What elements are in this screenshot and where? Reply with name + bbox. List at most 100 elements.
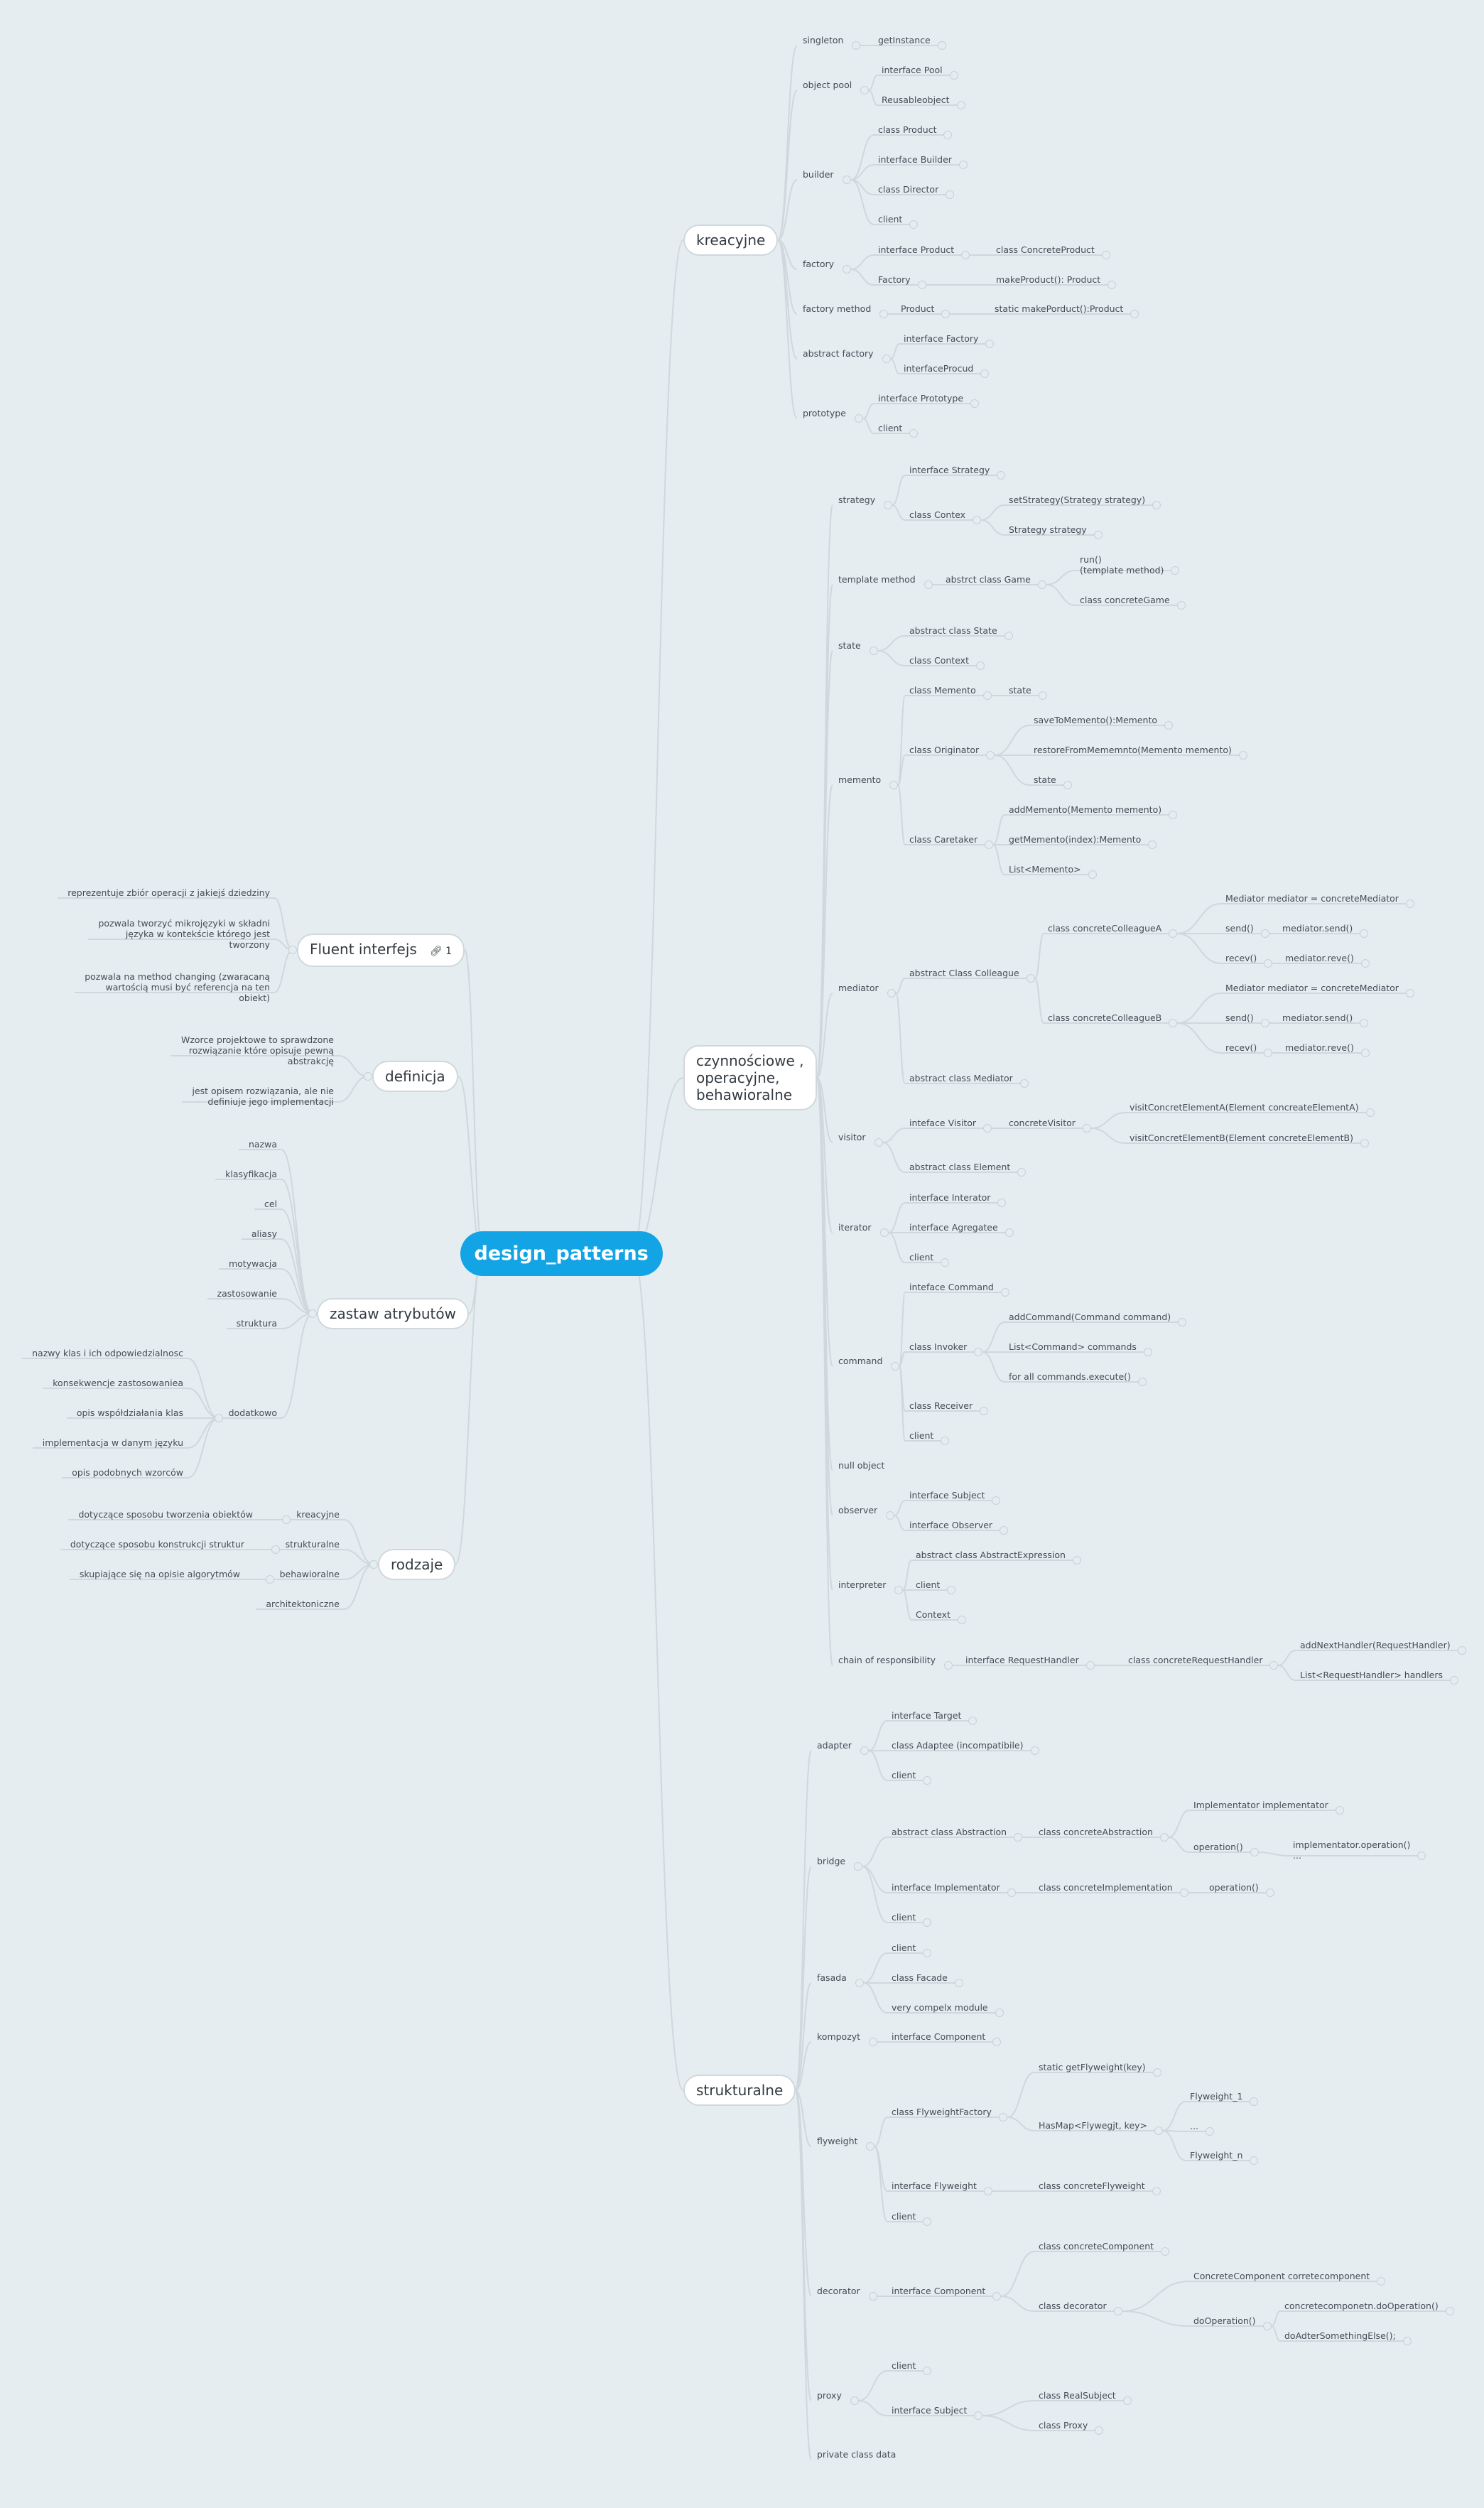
topic-addcommand-command-command[interactable]: addCommand(Command command): [1009, 1311, 1171, 1322]
topic-kreacyjne[interactable]: kreacyjne: [296, 1508, 340, 1520]
topic-makeproduct-product[interactable]: makeProduct(): Product: [996, 274, 1101, 285]
expand-toggle-icon[interactable]: [1038, 580, 1046, 589]
topic-state[interactable]: state: [1034, 774, 1056, 785]
topic-strukturalne[interactable]: strukturalne: [285, 1538, 340, 1550]
expand-toggle-icon[interactable]: [1458, 1646, 1466, 1655]
topic-class-flyweightfactory[interactable]: class FlyweightFactory: [892, 2106, 992, 2117]
topic-visitconcretelementa-element-concreateel[interactable]: visitConcretElementA(Element concreateEl…: [1130, 1101, 1359, 1113]
topic-interface-interator[interactable]: interface Interator: [909, 1191, 991, 1203]
expand-toggle-icon[interactable]: [986, 751, 995, 760]
expand-toggle-icon[interactable]: [1169, 811, 1177, 819]
topic-interfaceprocud[interactable]: interfaceProcud: [904, 362, 974, 374]
topic-implementacja-w-danym-j-zyku[interactable]: implementacja w danym języku: [42, 1437, 183, 1448]
branch-atrybuty[interactable]: zastaw atrybutów: [317, 1298, 469, 1329]
expand-toggle-icon[interactable]: [1336, 1806, 1344, 1815]
topic-kompozyt[interactable]: kompozyt: [817, 2031, 861, 2042]
topic-abstract-class-state[interactable]: abstract class State: [909, 625, 997, 636]
expand-toggle-icon[interactable]: [924, 580, 933, 589]
expand-toggle-icon[interactable]: [923, 1949, 931, 1957]
topic-class-concreteimplementation[interactable]: class concreteImplementation: [1039, 1881, 1173, 1893]
topic-mediator-send[interactable]: mediator.send(): [1282, 1012, 1353, 1023]
expand-toggle-icon[interactable]: [1406, 989, 1414, 998]
topic-fasada[interactable]: fasada: [817, 1972, 847, 1983]
topic-abstract-factory[interactable]: abstract factory: [803, 347, 874, 359]
expand-toggle-icon[interactable]: [869, 2292, 877, 2301]
topic-factory[interactable]: factory: [803, 258, 835, 269]
expand-toggle-icon[interactable]: [955, 1979, 963, 1987]
topic-object-pool[interactable]: object pool: [803, 79, 852, 90]
topic-private-class-data[interactable]: private class data: [817, 2448, 897, 2460]
expand-toggle-icon[interactable]: [1095, 2426, 1103, 2435]
expand-toggle-icon[interactable]: [886, 1511, 894, 1520]
topic-class-context[interactable]: class Context: [909, 654, 969, 666]
expand-toggle-icon[interactable]: [1169, 929, 1177, 938]
expand-toggle-icon[interactable]: [1114, 2307, 1122, 2315]
topic-class-concretegame[interactable]: class concreteGame: [1080, 594, 1170, 605]
expand-toggle-icon[interactable]: [923, 2367, 931, 2375]
expand-toggle-icon[interactable]: [1180, 1888, 1188, 1897]
topic-operation[interactable]: operation(): [1193, 1841, 1243, 1852]
topic-inteface-visitor[interactable]: inteface Visitor: [909, 1117, 977, 1128]
expand-toggle-icon[interactable]: [980, 369, 989, 378]
expand-toggle-icon[interactable]: [843, 265, 851, 274]
expand-toggle-icon[interactable]: [941, 1437, 949, 1445]
expand-toggle-icon[interactable]: [1144, 1348, 1152, 1356]
topic-nazwy-klas-i-ich-odpowiedzialnosc[interactable]: nazwy klas i ich odpowiedzialnosc: [32, 1347, 183, 1358]
expand-toggle-icon[interactable]: [1073, 1556, 1081, 1564]
topic-bridge[interactable]: bridge: [817, 1855, 846, 1866]
topic-interface-agregatee[interactable]: interface Agregatee: [909, 1221, 998, 1233]
topic-list-requesthandler-handlers[interactable]: List<RequestHandler> handlers: [1300, 1669, 1444, 1680]
topic-node[interactable]: ...: [1190, 2120, 1198, 2131]
branch-definicja[interactable]: definicja: [372, 1061, 458, 1092]
expand-toggle-icon[interactable]: [992, 2292, 1001, 2301]
topic-class-decorator[interactable]: class decorator: [1039, 2300, 1107, 2311]
topic-iterator[interactable]: iterator: [838, 1221, 872, 1233]
expand-toggle-icon[interactable]: [1250, 1848, 1259, 1856]
topic-opis-wsp-dzia-ania-klas[interactable]: opis współdziałania klas: [76, 1407, 183, 1418]
expand-toggle-icon[interactable]: [944, 1661, 953, 1670]
expand-toggle-icon[interactable]: [282, 1515, 291, 1524]
topic-builder[interactable]: builder: [803, 168, 834, 180]
topic-mediator-mediator-concretemediator[interactable]: Mediator mediator = concreteMediator: [1225, 982, 1399, 993]
expand-toggle-icon[interactable]: [1171, 566, 1179, 575]
topic-struktura[interactable]: struktura: [236, 1317, 277, 1329]
expand-toggle-icon[interactable]: [1366, 1108, 1375, 1117]
topic-abstract-class-element[interactable]: abstract class Element: [909, 1161, 1011, 1172]
topic-mediator-reve[interactable]: mediator.reve(): [1285, 1042, 1354, 1053]
topic-class-caretaker[interactable]: class Caretaker: [909, 833, 978, 845]
topic-abstract-class-abstraction[interactable]: abstract class Abstraction: [892, 1826, 1007, 1837]
expand-toggle-icon[interactable]: [941, 1258, 949, 1267]
topic-class-concretecolleagueb[interactable]: class concreteColleagueB: [1048, 1012, 1162, 1023]
topic-wzorce-projektowe-to-sprawdzone-rozwi-za[interactable]: Wzorce projektowe to sprawdzone rozwiąza…: [180, 1034, 334, 1066]
expand-toggle-icon[interactable]: [1161, 2247, 1169, 2256]
topic-konsekwencje-zastosowaniea[interactable]: konsekwencje zastosowaniea: [53, 1377, 183, 1388]
topic-interface-observer[interactable]: interface Observer: [909, 1519, 993, 1530]
topic-getinstance[interactable]: getInstance: [878, 34, 931, 45]
topic-interface-pool[interactable]: interface Pool: [882, 64, 943, 75]
topic-list-command-commands[interactable]: List<Command> commands: [1009, 1341, 1137, 1352]
topic-motywacja[interactable]: motywacja: [228, 1258, 277, 1269]
topic-interface-requesthandler[interactable]: interface RequestHandler: [965, 1654, 1079, 1665]
topic-very-compelx-module[interactable]: very compelx module: [892, 2001, 988, 2013]
topic-concretecomponent-corretecomponent[interactable]: ConcreteComponent corretecomponent: [1193, 2270, 1370, 2281]
expand-toggle-icon[interactable]: [1153, 2068, 1161, 2077]
topic-behawioralne[interactable]: behawioralne: [279, 1568, 340, 1579]
expand-toggle-icon[interactable]: [860, 1746, 869, 1755]
expand-toggle-icon[interactable]: [1261, 929, 1269, 938]
expand-toggle-icon[interactable]: [985, 840, 993, 849]
expand-toggle-icon[interactable]: [884, 501, 892, 509]
topic-client[interactable]: client: [892, 1769, 916, 1780]
expand-toggle-icon[interactable]: [369, 1560, 378, 1569]
expand-toggle-icon[interactable]: [946, 190, 954, 199]
topic-static-makeporduct-product[interactable]: static makePorduct():Product: [995, 303, 1124, 314]
topic-addnexthandler-requesthandler[interactable]: addNextHandler(RequestHandler): [1300, 1639, 1451, 1650]
expand-toggle-icon[interactable]: [995, 2009, 1004, 2017]
topic-setstrategy-strategy-strategy[interactable]: setStrategy(Strategy strategy): [1009, 494, 1146, 505]
expand-toggle-icon[interactable]: [1086, 1661, 1095, 1670]
topic-reusableobject[interactable]: Reusableobject: [882, 94, 950, 105]
expand-toggle-icon[interactable]: [923, 1918, 931, 1927]
expand-toggle-icon[interactable]: [1361, 959, 1370, 968]
topic-mediator-send[interactable]: mediator.send(): [1282, 922, 1353, 934]
expand-toggle-icon[interactable]: [1360, 929, 1368, 938]
expand-toggle-icon[interactable]: [1152, 2187, 1161, 2195]
